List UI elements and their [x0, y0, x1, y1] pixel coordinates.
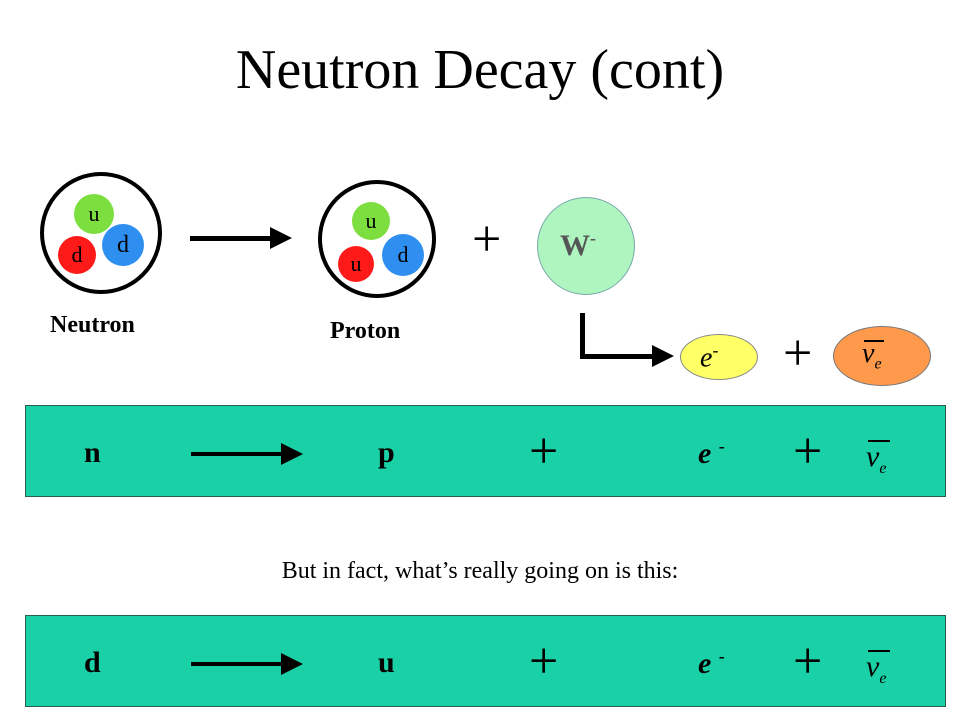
decay-arrow-head	[270, 227, 292, 249]
equation-2-electron-symbol: e	[698, 647, 712, 680]
equation-2-antineutrino-subscript: e	[879, 670, 887, 687]
equation-1-antineutrino: νe	[866, 440, 890, 478]
equation-2-left: d	[84, 646, 101, 679]
equation-1-antineutrino-bar	[868, 440, 890, 442]
plus-sign: +	[793, 423, 823, 480]
proton-circle	[318, 180, 436, 298]
neutron-quark-d1: d	[58, 236, 96, 274]
electron-charge: -	[712, 340, 719, 360]
page-title: Neutron Decay (cont)	[235, 39, 725, 101]
w-decay-arrow-horizontal	[580, 354, 652, 359]
plus-sign: +	[472, 211, 502, 268]
plus-sign: +	[529, 423, 559, 480]
antineutrino-subscript: e	[874, 355, 882, 373]
equation-2-antineutrino-letter: ν	[866, 650, 880, 683]
plus-sign: +	[793, 633, 823, 690]
w-boson-symbol: W	[560, 229, 590, 262]
neutron-quark-u: u	[74, 194, 114, 234]
explanation-text: But in fact, what’s really going on is t…	[281, 558, 679, 584]
equation-1-arrow-head	[281, 443, 303, 465]
equation-1-electron-charge: -	[718, 436, 725, 456]
proton-quark-u2: u	[338, 246, 374, 282]
antineutrino-symbol: νe	[862, 338, 884, 374]
w-decay-arrow-vertical	[580, 313, 585, 359]
equation-1-antineutrino-letter: ν	[866, 440, 880, 473]
antineutrino-letter: ν	[862, 338, 875, 369]
equation-box-2: d u + e - + νe	[25, 615, 946, 707]
equation-2-antineutrino: νe	[866, 650, 890, 688]
equation-2-right: u	[378, 646, 395, 679]
neutron-circle	[40, 172, 162, 294]
plus-sign: +	[529, 633, 559, 690]
antineutrino-bar	[864, 340, 884, 342]
equation-1-arrow-shaft	[191, 452, 283, 456]
antineutrino-circle	[833, 326, 931, 386]
decay-arrow-shaft	[190, 236, 272, 241]
w-boson-circle	[537, 197, 635, 295]
w-boson-charge: -	[590, 228, 596, 248]
proton-quark-d: d	[382, 234, 424, 276]
equation-2-arrow-head	[281, 653, 303, 675]
electron-circle	[680, 334, 758, 380]
plus-sign: +	[783, 325, 813, 382]
equation-2-arrow-shaft	[191, 662, 283, 666]
equation-1-antineutrino-subscript: e	[879, 460, 887, 477]
equation-box-1: n p + e - + νe	[25, 405, 946, 497]
equation-2-electron-charge: -	[718, 646, 725, 666]
proton-label: Proton	[330, 318, 401, 344]
w-boson-label: W-	[560, 228, 596, 263]
neutron-label: Neutron	[50, 312, 135, 338]
equation-1-left: n	[84, 436, 101, 469]
electron-label: e-	[700, 340, 718, 374]
equation-1-electron-symbol: e	[698, 437, 712, 470]
proton-quark-u1: u	[352, 202, 390, 240]
w-decay-arrow-head	[652, 345, 674, 367]
neutron-quark-d2: d	[102, 224, 144, 266]
equation-1-electron: e -	[698, 436, 725, 471]
equation-2-electron: e -	[698, 646, 725, 681]
equation-2-antineutrino-bar	[868, 650, 890, 652]
equation-1-right: p	[378, 436, 395, 469]
electron-symbol: e	[700, 342, 713, 374]
